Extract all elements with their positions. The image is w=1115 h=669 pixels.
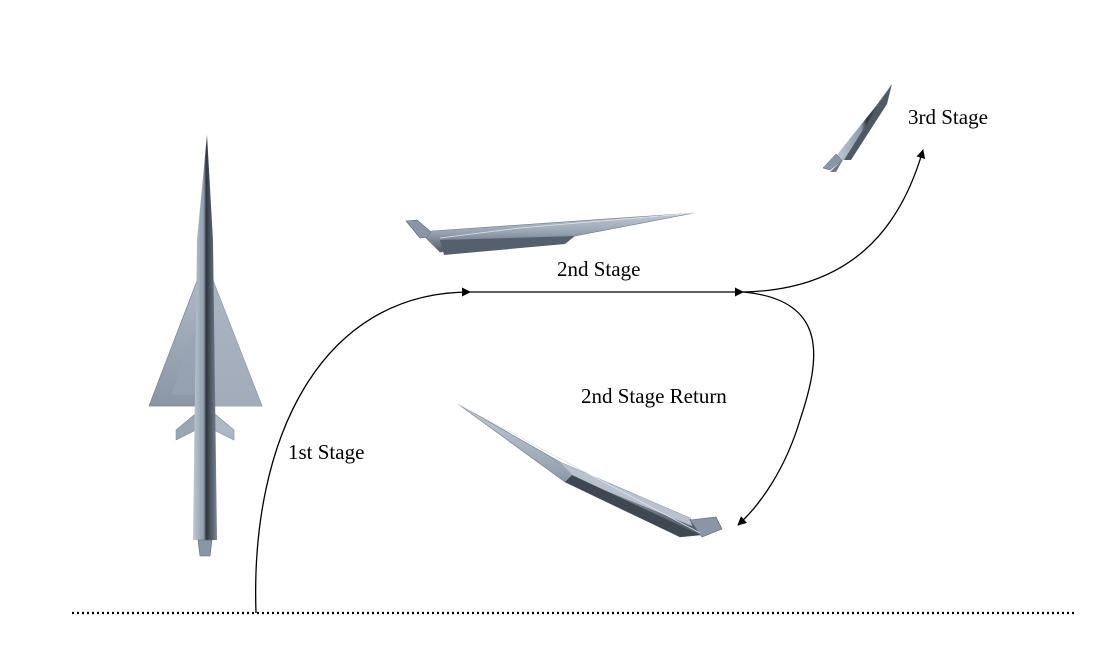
trajectory-stage3: [742, 149, 926, 293]
trajectory-stage2-return: [737, 291, 815, 526]
trajectory-stage1: [254, 287, 471, 614]
hypersonic-aircraft-icon: [405, 212, 695, 255]
returning-aircraft-icon: [457, 403, 723, 538]
stage3-label: 3rd Stage: [908, 105, 988, 129]
stage2-label: 2nd Stage: [557, 257, 641, 281]
launch-vehicle-icon: [148, 135, 263, 557]
stage2-return-label: 2nd Stage Return: [581, 384, 727, 408]
upper-stage-rocket-icon: [822, 84, 892, 172]
stage1-label: 1st Stage: [288, 440, 365, 464]
